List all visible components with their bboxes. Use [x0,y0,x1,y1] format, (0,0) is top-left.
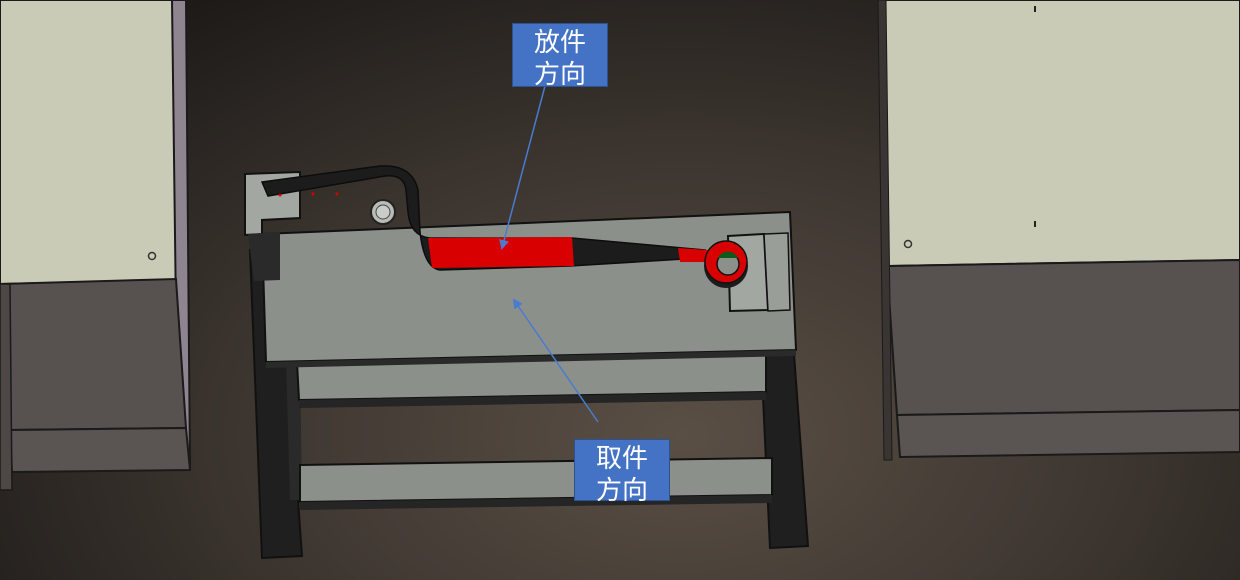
place-direction-arrow [499,85,546,250]
place-direction-callout: 放件 方向 [512,23,608,90]
pick-direction-arrow [512,298,599,423]
pick-callout-line2: 方向 [595,476,648,506]
place-callout-line1: 放件 [533,28,586,58]
pick-callout-line1: 取件 [595,444,648,474]
place-callout-line2: 方向 [533,60,586,90]
pick-direction-callout: 取件 方向 [574,439,670,506]
workpiece [260,165,748,288]
table-shelves [295,353,773,510]
left-cabinet [0,0,192,491]
right-cabinet [877,0,1240,461]
